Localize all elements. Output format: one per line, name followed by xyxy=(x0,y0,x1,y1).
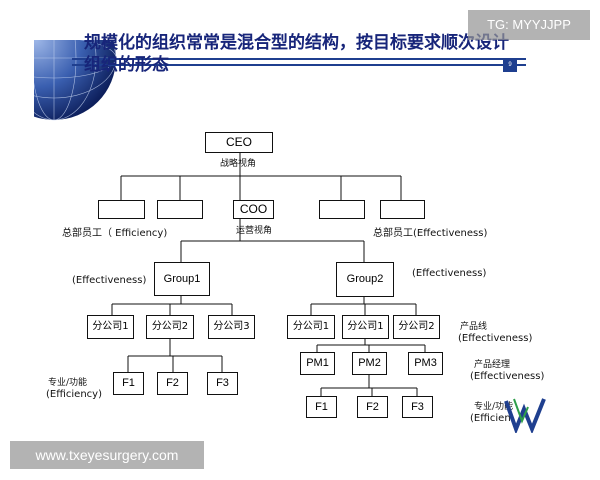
g2-pm-1: PM1 xyxy=(300,352,335,375)
g2-sub-2: 分公司1 xyxy=(342,315,389,339)
hq-box-2 xyxy=(157,200,203,219)
right-hq-note: 总部员工(Effectiveness) xyxy=(373,228,488,239)
pm-note-2: (Effectiveness) xyxy=(470,371,545,382)
left-hq-note: 总部员工（ Efficiency) xyxy=(62,228,168,239)
ceo-box: CEO xyxy=(205,132,273,153)
g1-sub-2: 分公司2 xyxy=(146,315,194,339)
hq-box-3 xyxy=(319,200,365,219)
g2-pm-3: PM3 xyxy=(408,352,443,375)
func-note-2: (Efficien xyxy=(470,413,511,424)
g1-sub-3: 分公司3 xyxy=(208,315,255,339)
title-underline-2 xyxy=(72,64,526,66)
coo-note: 运营视角 xyxy=(236,226,273,236)
product-line-note-2: (Effectiveness) xyxy=(458,333,533,344)
slide-title: 规模化的组织常常是混合型的结构，按目标要求顺次设计组织的形态 xyxy=(84,33,509,75)
group2-box: Group2 xyxy=(336,262,394,297)
g1-func-1: F1 xyxy=(113,372,144,395)
group2-note: (Effectiveness) xyxy=(412,268,487,279)
g2-func-3: F3 xyxy=(402,396,433,418)
g1-func-note-2: (Efficiency) xyxy=(46,389,102,400)
page-number: 9 xyxy=(503,58,517,72)
ceo-note: 战略视角 xyxy=(220,159,257,169)
watermark-bottom-left: www.txeyesurgery.com xyxy=(10,441,204,469)
g2-func-1: F1 xyxy=(306,396,337,418)
title-underline xyxy=(72,58,526,60)
coo-box: COO xyxy=(233,200,274,219)
g2-func-2: F2 xyxy=(357,396,388,418)
hq-box-4 xyxy=(380,200,425,219)
g1-func-note-1: 专业/功能 xyxy=(48,378,88,388)
w-logo-icon xyxy=(504,398,546,433)
g1-func-3: F3 xyxy=(207,372,238,395)
group1-box: Group1 xyxy=(154,262,210,296)
g1-sub-1: 分公司1 xyxy=(87,315,134,339)
g2-sub-3: 分公司2 xyxy=(393,315,440,339)
g1-func-2: F2 xyxy=(157,372,188,395)
g2-sub-1: 分公司1 xyxy=(287,315,335,339)
product-line-note-1: 产品线 xyxy=(460,322,488,332)
pm-note-1: 产品经理 xyxy=(474,360,511,370)
hq-box-1 xyxy=(98,200,145,219)
g2-pm-2: PM2 xyxy=(352,352,387,375)
group1-note: (Effectiveness) xyxy=(72,275,147,286)
watermark-top-right: TG: MYYJJPP xyxy=(468,10,590,40)
func-note-1: 专业/功能 xyxy=(474,402,514,412)
